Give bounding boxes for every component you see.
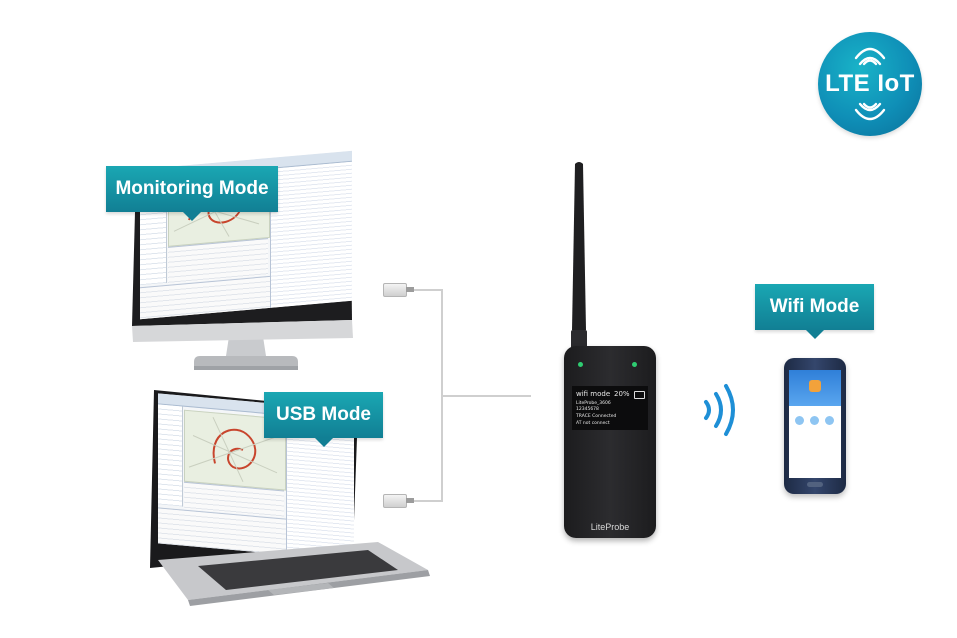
antenna	[571, 162, 587, 352]
device-line2: 12345678	[576, 407, 599, 412]
device-body	[564, 346, 656, 538]
screen-data-table	[270, 161, 352, 308]
monitoring-mode-label: Monitoring Mode	[106, 166, 278, 221]
device-line3: TRACE Connected	[576, 414, 617, 419]
usb-mode-label: USB Mode	[264, 392, 383, 447]
device-line1: LiteProbe_3606	[576, 401, 611, 406]
usb-connector-top	[383, 283, 414, 297]
device-mode-text: wifi mode	[576, 390, 611, 398]
power-led-left	[578, 362, 583, 367]
signal-waves-bottom-icon	[854, 102, 886, 121]
laptop-cell-list	[158, 404, 183, 507]
wifi-mode-label: Wifi Mode	[755, 284, 874, 339]
laptop-map	[184, 409, 286, 491]
device-screen: wifi mode 20% LiteProbe_3606 12345678 TR…	[572, 386, 648, 430]
cable-to-device	[441, 395, 531, 397]
phone-menu-icon-1	[795, 416, 804, 425]
usb-connector-bottom	[383, 494, 414, 508]
wifi-signal-icon	[704, 384, 735, 436]
battery-icon	[634, 391, 645, 399]
phone-home-button	[807, 482, 823, 487]
lte-iot-badge: LTE IoT	[818, 32, 922, 136]
phone-app-logo-icon	[809, 380, 821, 392]
laptop-base	[158, 542, 430, 606]
power-led-right	[632, 362, 637, 367]
phone-menu-icon-2	[810, 416, 819, 425]
signal-waves-icon	[854, 47, 886, 66]
phone-screen	[789, 370, 841, 478]
phone-menu-icon-3	[825, 416, 834, 425]
lte-iot-label: LTE IoT	[825, 70, 915, 97]
cable-bottom	[414, 500, 442, 502]
device-line4: AT not connect	[576, 421, 610, 426]
laptop-screen	[158, 393, 354, 561]
laptop-route-trace	[188, 417, 282, 483]
device-battery-text: 20%	[614, 390, 630, 398]
smartphone	[784, 358, 846, 494]
device-brand: LiteProbe	[590, 522, 630, 532]
cable-top	[414, 289, 442, 291]
